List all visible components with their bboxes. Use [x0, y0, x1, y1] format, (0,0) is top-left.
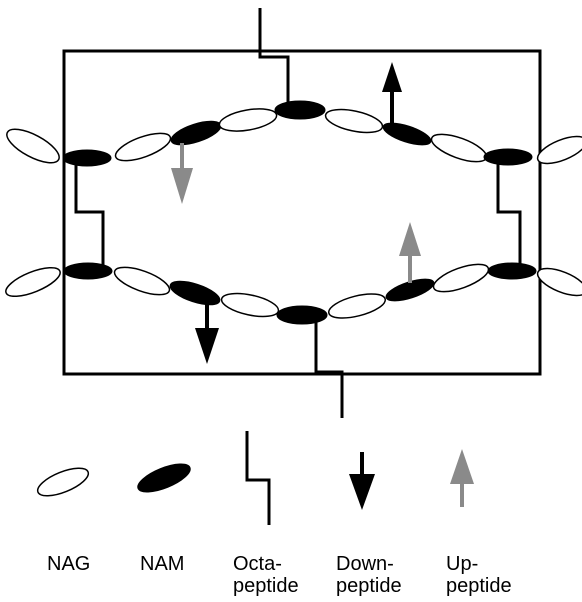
bottom-nag-4: [328, 293, 386, 319]
top-nag-1: [6, 128, 60, 164]
legend-octapeptide-icon: [245, 431, 271, 525]
top-nam-3: [274, 100, 326, 120]
octapeptide-left: [74, 162, 105, 266]
top-glycan-chain: [6, 100, 582, 167]
top-nag-3: [218, 108, 278, 132]
bottom-nam-1: [63, 262, 113, 280]
top-nam-1: [62, 149, 112, 167]
up-arrow-gray-bottom: [399, 222, 421, 283]
bottom-nam-2: [169, 280, 221, 306]
nag-label-text: NAG: [47, 553, 91, 575]
downpeptide-line2: peptide: [336, 575, 402, 597]
top-nam-5: [483, 148, 533, 166]
top-nam-2: [170, 120, 222, 146]
legend-nag-icon: [36, 467, 90, 497]
octapeptide-right: [496, 162, 522, 266]
down-arrow-black-bottom: [195, 303, 219, 364]
legend-downpeptide-icon: [349, 452, 375, 510]
legend-octapeptide-label: Octa- peptide: [233, 553, 299, 597]
uppeptide-line1: Up-: [446, 553, 479, 575]
uppeptide-line2: peptide: [446, 575, 512, 597]
top-nag-4: [324, 108, 384, 134]
octapeptide-line1: Octa-: [233, 553, 282, 575]
bottom-nag-3: [220, 292, 280, 318]
octapeptide-crosslinks: [74, 8, 522, 418]
downpeptide-line1: Down-: [336, 553, 394, 575]
top-nam-4: [382, 122, 432, 146]
bottom-nam-4: [385, 278, 435, 302]
legend-nag-label: NAG: [47, 553, 90, 575]
down-arrow-gray-top: [171, 143, 193, 204]
bottom-nag-6: [536, 267, 582, 297]
legend-nam-icon: [137, 463, 191, 493]
top-nag-5: [430, 133, 488, 163]
bottom-nam-3: [276, 305, 328, 325]
octapeptide-line2: peptide: [233, 575, 299, 597]
top-nag-2: [114, 132, 172, 162]
legend-nam-label: NAM: [140, 553, 184, 575]
up-arrow-black-top: [382, 62, 402, 124]
legend-uppeptide-icon: [450, 449, 474, 507]
bottom-nag-2: [113, 266, 171, 296]
legend-downpeptide-label: Down- peptide: [336, 553, 402, 597]
frame-box: [62, 49, 542, 376]
nam-label-text: NAM: [140, 553, 185, 575]
bottom-nam-5: [487, 262, 537, 280]
bottom-glycan-chain: [5, 262, 582, 325]
octapeptide-top: [258, 8, 290, 103]
bottom-nag-5: [432, 263, 490, 293]
top-nag-6: [536, 135, 582, 165]
legend-uppeptide-label: Up- peptide: [446, 553, 512, 597]
octapeptide-bottom: [314, 320, 344, 418]
bottom-nag-1: [5, 266, 61, 298]
